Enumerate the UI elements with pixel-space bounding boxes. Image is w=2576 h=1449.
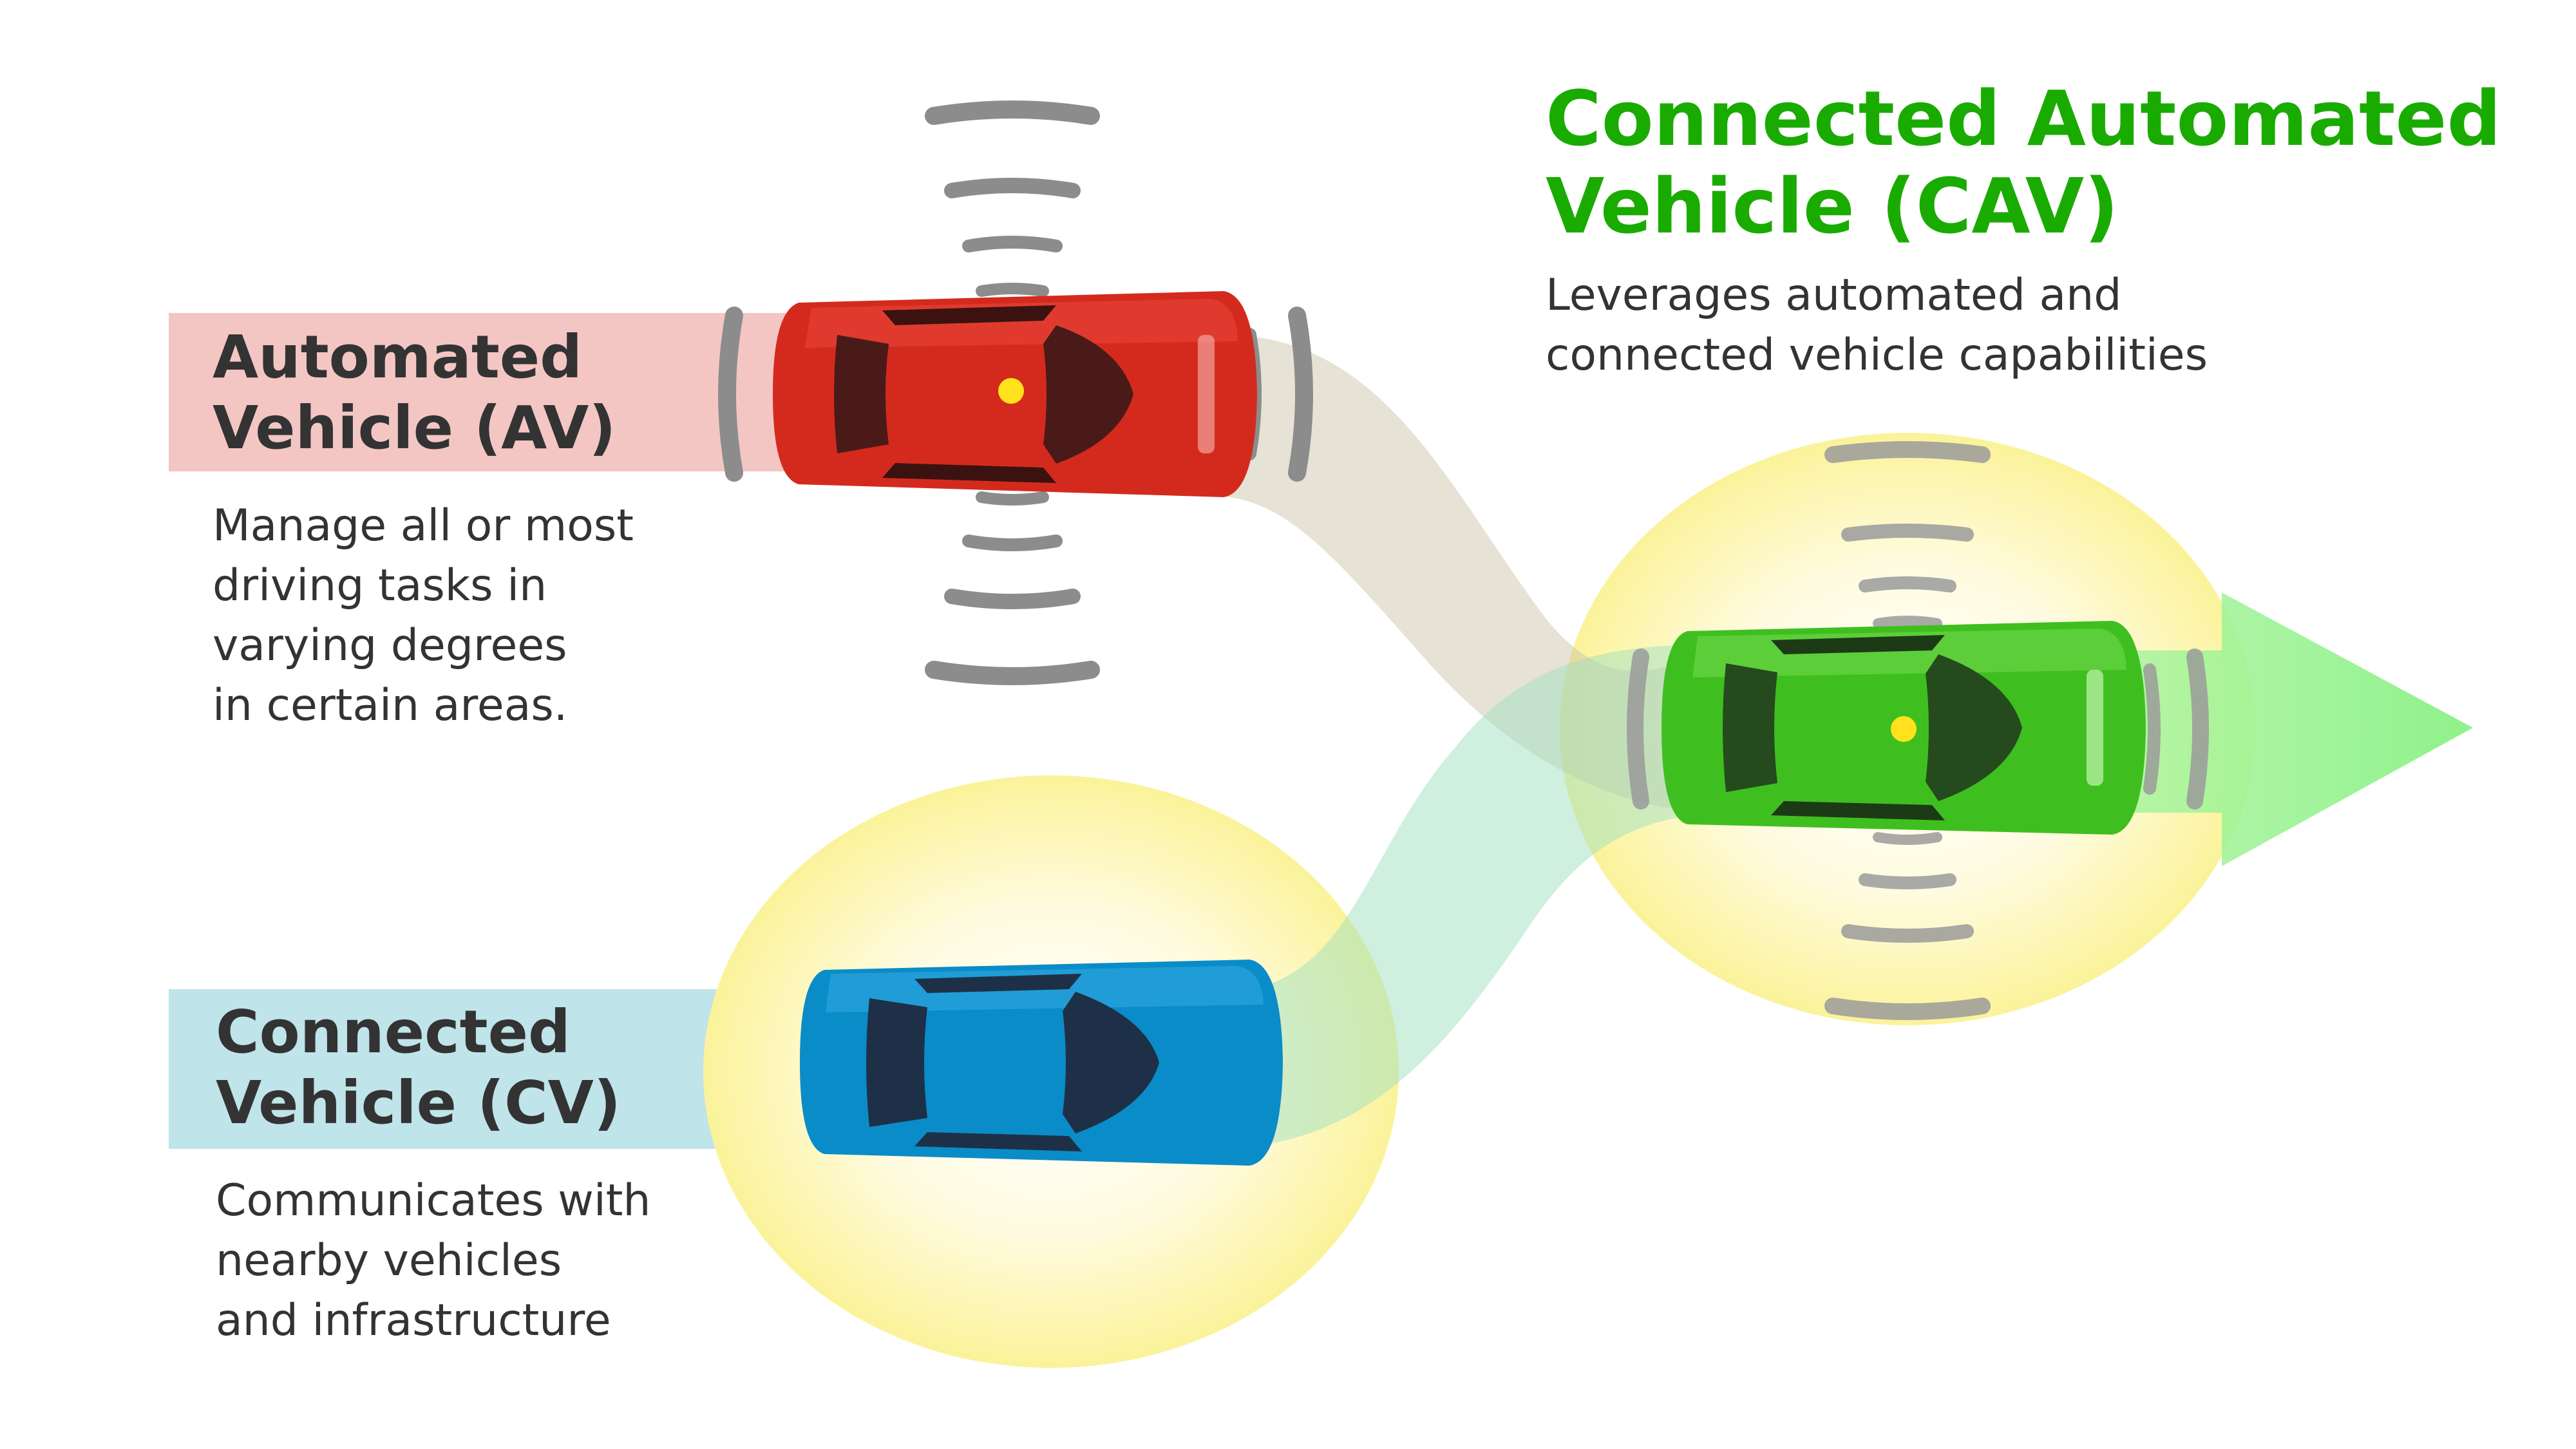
cv-title: Connected Vehicle (CV) — [216, 998, 621, 1137]
av-title: Automated Vehicle (AV) — [213, 323, 616, 462]
cav-sensor-waves — [1627, 441, 2209, 1020]
blue-car-topview-icon — [800, 960, 1283, 1166]
av-description: Manage all or most driving tasks in vary… — [213, 500, 634, 731]
cav-sensor-dot — [1891, 716, 1917, 742]
red-car-topview-icon — [773, 291, 1257, 497]
cv-merge-flow — [1236, 644, 1739, 1146]
av-label-band — [169, 313, 813, 471]
av-sensor-dot — [998, 378, 1024, 404]
green-car-topview-icon — [1662, 621, 2146, 835]
cav-title: Connected Automated Vehicle (CAV) — [1546, 74, 2501, 251]
cav-description: Leverages automated and connected vehicl… — [1546, 270, 2208, 381]
cv-description: Communicates with nearby vehicles and in… — [216, 1175, 651, 1346]
